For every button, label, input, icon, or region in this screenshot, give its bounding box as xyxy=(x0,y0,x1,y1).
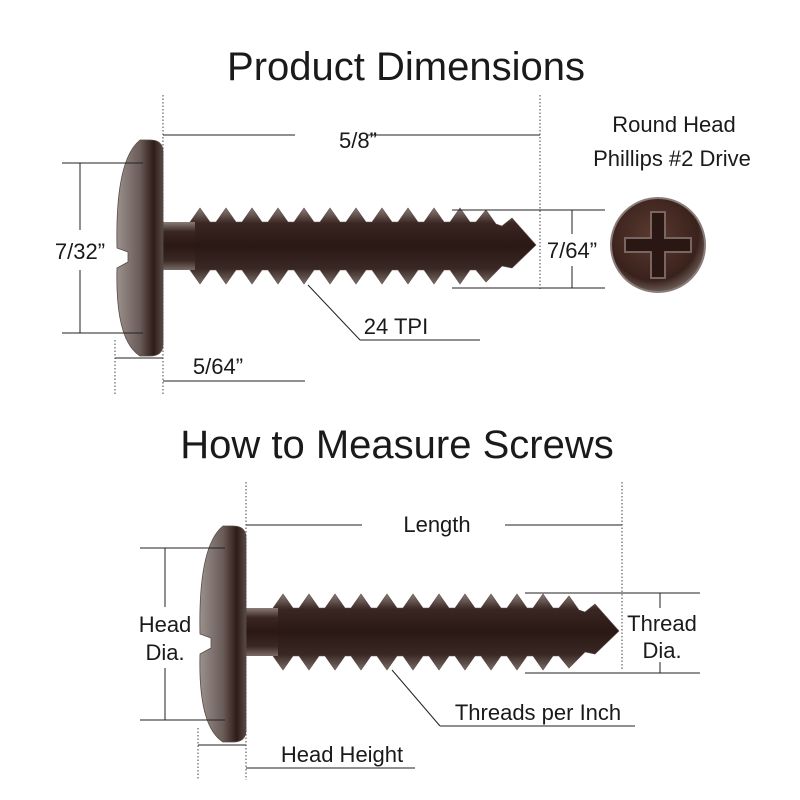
head-height-dimension: 5/64” xyxy=(114,340,305,395)
head-type-line1: Round Head xyxy=(612,112,736,137)
head-height-label: Head Height xyxy=(281,742,403,767)
thread-dia-label-line2: Dia. xyxy=(642,638,681,663)
screw-image xyxy=(116,139,537,357)
head-diameter-dimension: 7/32” xyxy=(55,162,143,334)
head-height-value: 5/64” xyxy=(193,354,243,379)
length-dimension: 5/8” xyxy=(162,95,541,395)
thread-diameter-guide: Thread Dia. xyxy=(525,592,700,674)
product-dimensions-title: Product Dimensions xyxy=(227,45,585,89)
thread-diameter-value: 7/64” xyxy=(547,238,597,263)
phillips-head-top-view xyxy=(610,197,706,293)
tpi-guide: Threads per Inch xyxy=(391,669,635,727)
tpi-value: 24 TPI xyxy=(364,314,428,339)
head-dia-label-line1: Head xyxy=(139,612,192,637)
head-diameter-guide: Head Dia. xyxy=(139,547,225,721)
how-to-measure-title: How to Measure Screws xyxy=(180,423,613,467)
length-guide: Length xyxy=(245,482,623,780)
length-label: Length xyxy=(403,512,470,537)
tpi-callout: 24 TPI xyxy=(307,284,480,341)
head-height-guide: Head Height xyxy=(197,728,415,780)
thread-diameter-dimension: 7/64” xyxy=(452,209,605,289)
tpi-label: Threads per Inch xyxy=(455,700,621,725)
head-dia-label-line2: Dia. xyxy=(145,640,184,665)
head-diameter-value: 7/32” xyxy=(55,239,105,264)
head-type-line2: Phillips #2 Drive xyxy=(593,146,751,171)
length-value: 5/8” xyxy=(339,128,377,153)
thread-dia-label-line1: Thread xyxy=(627,611,697,636)
